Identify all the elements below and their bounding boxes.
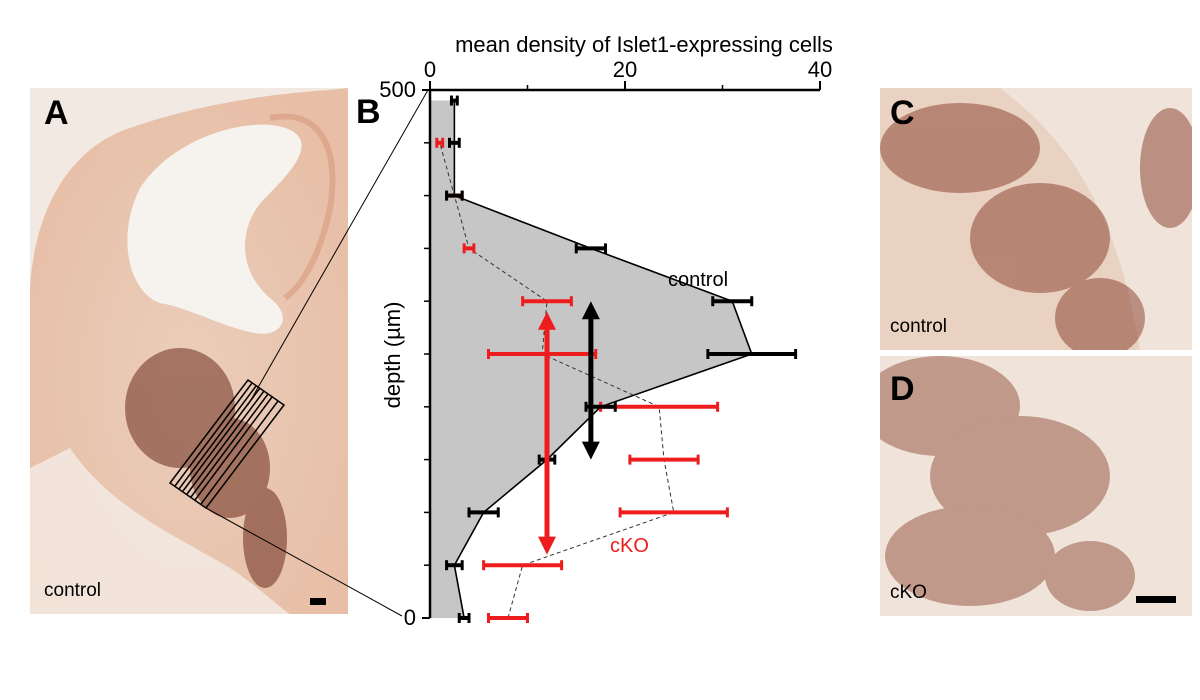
panel-a-condition-label: control <box>44 580 102 601</box>
panel-d-condition-label: cKO <box>890 582 927 603</box>
panel-c-condition-label: control <box>890 316 948 337</box>
panel-d-letter: D <box>890 370 915 408</box>
cko-dashed-line <box>439 142 675 619</box>
section-illustration-d <box>880 356 1192 616</box>
plot-area: 0 20 40 500 0 control cKO <box>379 57 832 630</box>
control-series-label: control <box>668 269 728 291</box>
cko-series-label: cKO <box>610 535 649 557</box>
cell-band-c <box>880 103 1192 350</box>
y-tick-label: 500 <box>379 77 416 102</box>
cell-band-d <box>880 356 1135 611</box>
panel-c-letter: C <box>890 94 915 132</box>
cell-cluster-a <box>125 348 287 588</box>
control-span-arrow-head-bottom <box>581 441 600 460</box>
y-axis-title: depth (µm) <box>380 302 405 409</box>
section-illustration-c <box>880 88 1192 350</box>
cko-span-arrow-head-bottom <box>538 536 556 555</box>
panel-d-scale-bar <box>1136 596 1176 603</box>
y-tick-label: 0 <box>404 605 416 630</box>
x-axis-title: mean density of Islet1-expressing cells <box>455 32 833 57</box>
panel-c-section-image: C control <box>880 88 1192 350</box>
panel-b-letter: B <box>356 93 381 131</box>
panel-a-scale-bar <box>310 598 326 605</box>
panel-d-section-image: D cKO <box>880 356 1192 616</box>
control-span-arrow-head-top <box>581 301 600 320</box>
x-tick-label: 20 <box>613 57 637 82</box>
panel-a-section-image: A control <box>30 88 348 614</box>
x-tick-label: 0 <box>424 57 436 82</box>
x-tick-label: 40 <box>808 57 832 82</box>
section-illustration-a <box>30 88 348 614</box>
bin-box <box>168 378 286 510</box>
panel-a-letter: A <box>44 94 69 132</box>
cko-span-arrow-head-top <box>538 311 556 330</box>
